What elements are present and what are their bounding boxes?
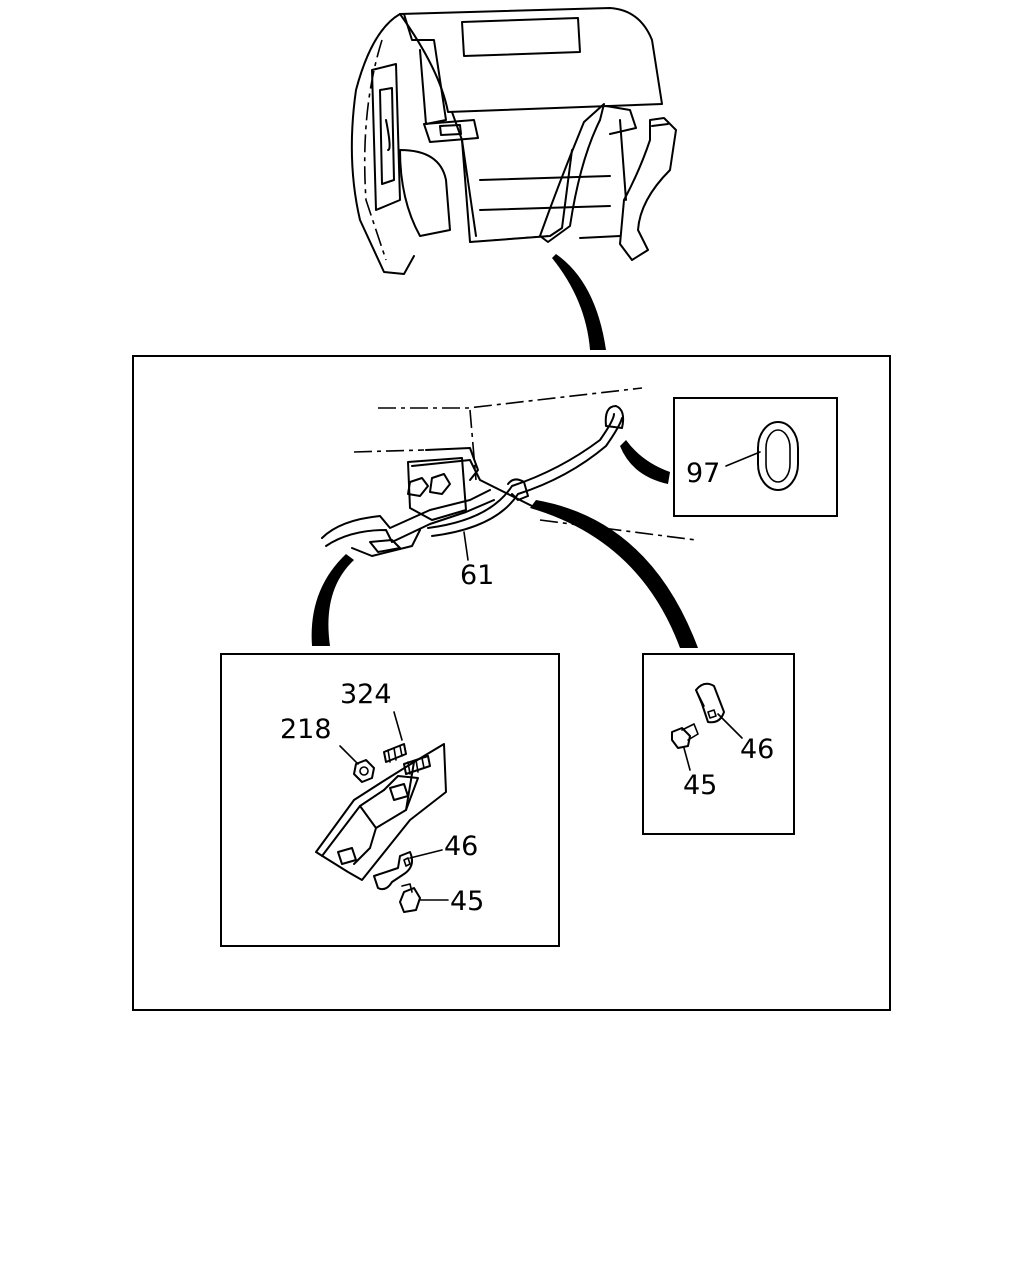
clip-icon (695, 682, 725, 724)
clip-detail-frame (642, 653, 795, 835)
leader-arrow-top (552, 254, 606, 350)
callout-46b: 46 (740, 734, 774, 765)
main-detail-frame (132, 355, 891, 1011)
callout-46a: 46 (444, 831, 478, 862)
leader-46a (409, 849, 443, 859)
grommet-icon (757, 421, 799, 491)
callout-218: 218 (280, 714, 332, 745)
leader-218 (339, 745, 359, 765)
callout-45b: 45 (683, 770, 717, 801)
nut-icon (353, 759, 375, 783)
callout-61: 61 (460, 560, 494, 591)
harness-bracket-icon (315, 743, 447, 913)
leader-arrow-grommet (620, 440, 670, 484)
callout-45a: 45 (450, 886, 484, 917)
callout-324: 324 (340, 679, 392, 710)
leader-97 (725, 451, 761, 467)
callout-97: 97 (686, 458, 720, 489)
leader-45b (683, 747, 691, 771)
grommet-detail-frame (673, 397, 838, 517)
bracket-detail-frame (220, 653, 560, 947)
bolt-icon (671, 723, 699, 749)
leader-arrow-clip (530, 500, 698, 648)
leader-324 (393, 711, 403, 741)
harness-routing-illustration (321, 387, 697, 561)
leader-46b (717, 713, 743, 739)
leader-arrow-bracket (311, 554, 354, 646)
seat-assembly-illustration (350, 7, 677, 275)
